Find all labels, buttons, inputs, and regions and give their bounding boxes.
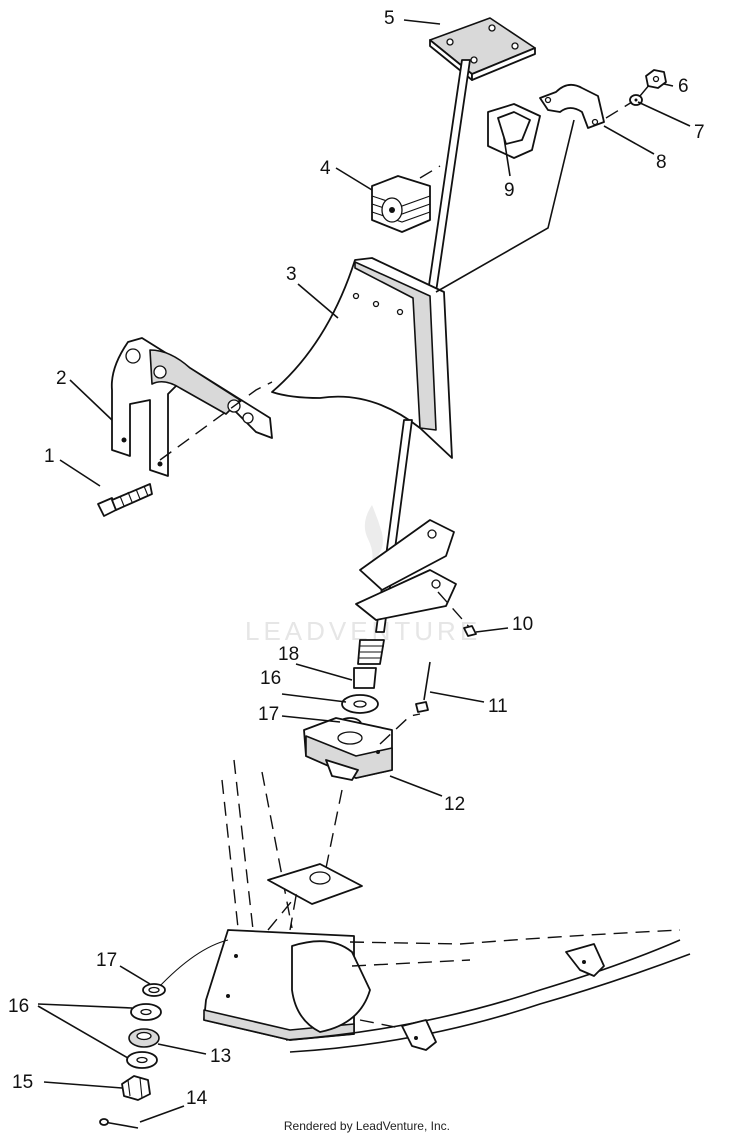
callout-11: 11 bbox=[488, 696, 508, 717]
callout-6: 6 bbox=[678, 76, 689, 97]
callout-8: 8 bbox=[656, 152, 667, 173]
watermark-flame-icon bbox=[364, 505, 383, 561]
part-11-pin[interactable] bbox=[415, 661, 431, 713]
callout-17-upper: 17 bbox=[258, 704, 279, 725]
part-16-washer-upper[interactable] bbox=[341, 694, 379, 714]
watermark: LEADVENTURE bbox=[245, 505, 477, 646]
part-5-shaft[interactable] bbox=[427, 59, 471, 293]
tractor-frame bbox=[203, 759, 691, 1053]
part-1-bolt[interactable] bbox=[97, 483, 153, 517]
callout-7: 7 bbox=[694, 122, 705, 143]
leader-lines bbox=[37, 19, 691, 1123]
callout-labels: 1 2 3 4 5 6 7 8 9 10 11 12 13 14 15 16 1… bbox=[8, 8, 705, 1109]
callout-5: 5 bbox=[384, 8, 395, 29]
callout-9: 9 bbox=[504, 180, 515, 201]
part-14-cotter-pin[interactable] bbox=[99, 1118, 139, 1129]
part-4-block[interactable] bbox=[371, 175, 431, 233]
part-18-u-joint[interactable] bbox=[353, 639, 385, 689]
callout-4: 4 bbox=[320, 158, 331, 179]
part-2-bracket[interactable] bbox=[110, 337, 273, 477]
part-16-washer-lower-b[interactable] bbox=[126, 1051, 158, 1069]
callout-10: 10 bbox=[512, 614, 533, 635]
part-9-bracket[interactable] bbox=[487, 103, 541, 159]
part-12-housing[interactable] bbox=[303, 717, 393, 781]
callout-16-lower: 16 bbox=[8, 996, 29, 1017]
callout-15: 15 bbox=[12, 1072, 33, 1093]
callout-14: 14 bbox=[186, 1088, 208, 1109]
part-17-ring-lower[interactable] bbox=[142, 983, 166, 997]
callout-2: 2 bbox=[56, 368, 67, 389]
callout-18: 18 bbox=[278, 644, 299, 665]
callout-13: 13 bbox=[210, 1046, 231, 1067]
callout-3: 3 bbox=[286, 264, 297, 285]
callout-12: 12 bbox=[444, 794, 465, 815]
callout-17-lower: 17 bbox=[96, 950, 117, 971]
part-16-washer-lower-a[interactable] bbox=[130, 1003, 162, 1021]
dash-panel-tower[interactable] bbox=[271, 257, 453, 459]
part-5-plate[interactable] bbox=[429, 17, 536, 81]
callout-1: 1 bbox=[44, 446, 55, 467]
footer-credit: Rendered by LeadVenture, Inc. bbox=[283, 1119, 450, 1133]
part-15-nut[interactable] bbox=[121, 1075, 151, 1101]
part-13-bearing[interactable] bbox=[128, 1028, 160, 1048]
callout-16-upper: 16 bbox=[260, 668, 281, 689]
pivot-plate[interactable] bbox=[355, 519, 457, 621]
part-8-clamp[interactable] bbox=[539, 83, 605, 129]
part-10-screw[interactable] bbox=[463, 625, 477, 637]
